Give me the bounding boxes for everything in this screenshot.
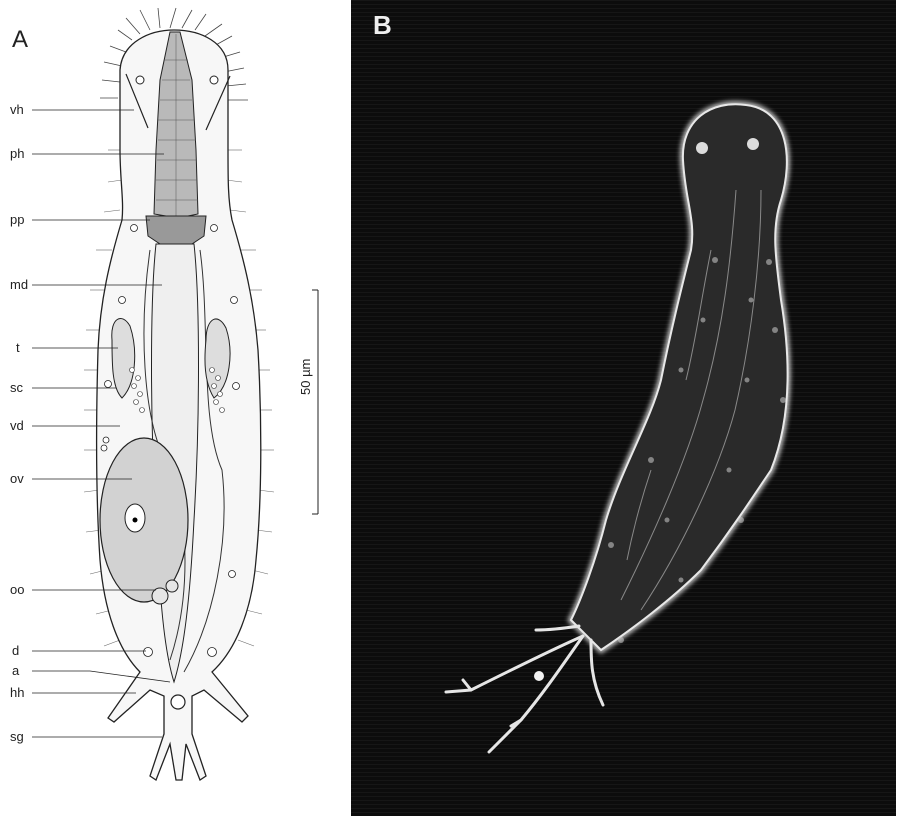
label-sg: sg [10,729,24,744]
label-oo: oo [10,582,24,597]
scale-bar-label: 50 µm [298,359,313,395]
label-hh: hh [10,685,24,700]
eye-right [747,138,759,150]
panel-b-letter: B [373,10,392,41]
label-pp: pp [10,212,24,227]
panel-a-drawing: A [0,0,350,816]
label-ph: ph [10,146,24,161]
label-vh: vh [10,102,24,117]
eye-left [696,142,708,154]
micrograph-image [351,0,896,816]
label-a: a [12,663,19,678]
adhesive-gland-photo [534,671,544,681]
label-sc: sc [10,380,23,395]
pharyngeal-pores [146,216,206,244]
label-d: d [12,643,19,658]
label-md: md [10,277,28,292]
adhesive-gland [171,695,185,709]
label-vd: vd [10,418,24,433]
organism-drawing [0,0,350,816]
panel-b-micrograph: B [351,0,896,816]
small-oocyte [152,588,168,604]
scale-bar [312,290,318,514]
label-ov: ov [10,471,24,486]
label-t: t [16,340,20,355]
